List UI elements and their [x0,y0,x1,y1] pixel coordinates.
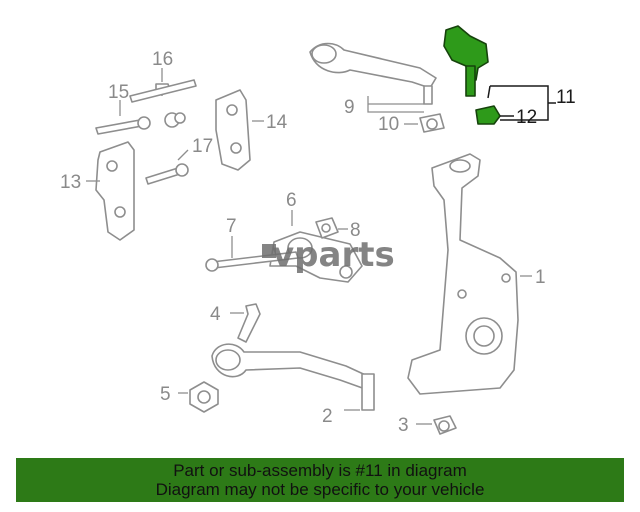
info-banner: Part or sub-assembly is #11 in diagram D… [16,458,624,502]
part-10-nut [404,113,445,133]
watermark-logo: vparts [262,235,395,275]
part-1-knuckle [407,153,532,395]
part-3-nut [416,415,457,435]
callout-3: 3 [398,415,409,436]
callout-11: 11 [556,87,576,108]
callout-12: 12 [516,107,537,128]
banner-line-1: Part or sub-assembly is #11 in diagram [173,461,467,480]
callout-2: 2 [322,406,333,427]
callout-5: 5 [160,384,171,405]
callout-16: 16 [152,49,173,70]
part-13-bracket [86,141,135,241]
banner-line-2: Diagram may not be specific to your vehi… [155,480,485,499]
part-16-bolt [129,68,197,103]
callout-17: 17 [192,136,213,157]
callout-10: 10 [378,114,399,135]
part-14-bracket [215,89,264,171]
callout-4: 4 [210,304,221,325]
callout-15: 15 [108,82,129,103]
parts-diagram: 1 2 3 4 5 6 7 8 9 10 11 12 13 14 15 16 1… [60,25,576,436]
callout-14: 14 [266,112,288,133]
part-12-nut [475,105,514,125]
callout-13: 13 [60,172,81,193]
part-2-lower-arm [211,343,375,411]
callout-6: 6 [286,190,297,211]
part-9-upper-arm [309,42,437,113]
watermark-text: vparts [272,235,395,275]
part-8-nut [315,217,348,239]
callout-1: 1 [535,267,546,288]
callout-7: 7 [226,216,237,237]
callout-9: 9 [344,97,355,118]
part-4-bolt [230,303,261,343]
part-11-ball-joint [443,25,556,121]
part-15-bolt [95,100,151,135]
part-5-nut [178,381,219,413]
part-17-nut [145,112,189,185]
callout-8: 8 [350,220,361,241]
